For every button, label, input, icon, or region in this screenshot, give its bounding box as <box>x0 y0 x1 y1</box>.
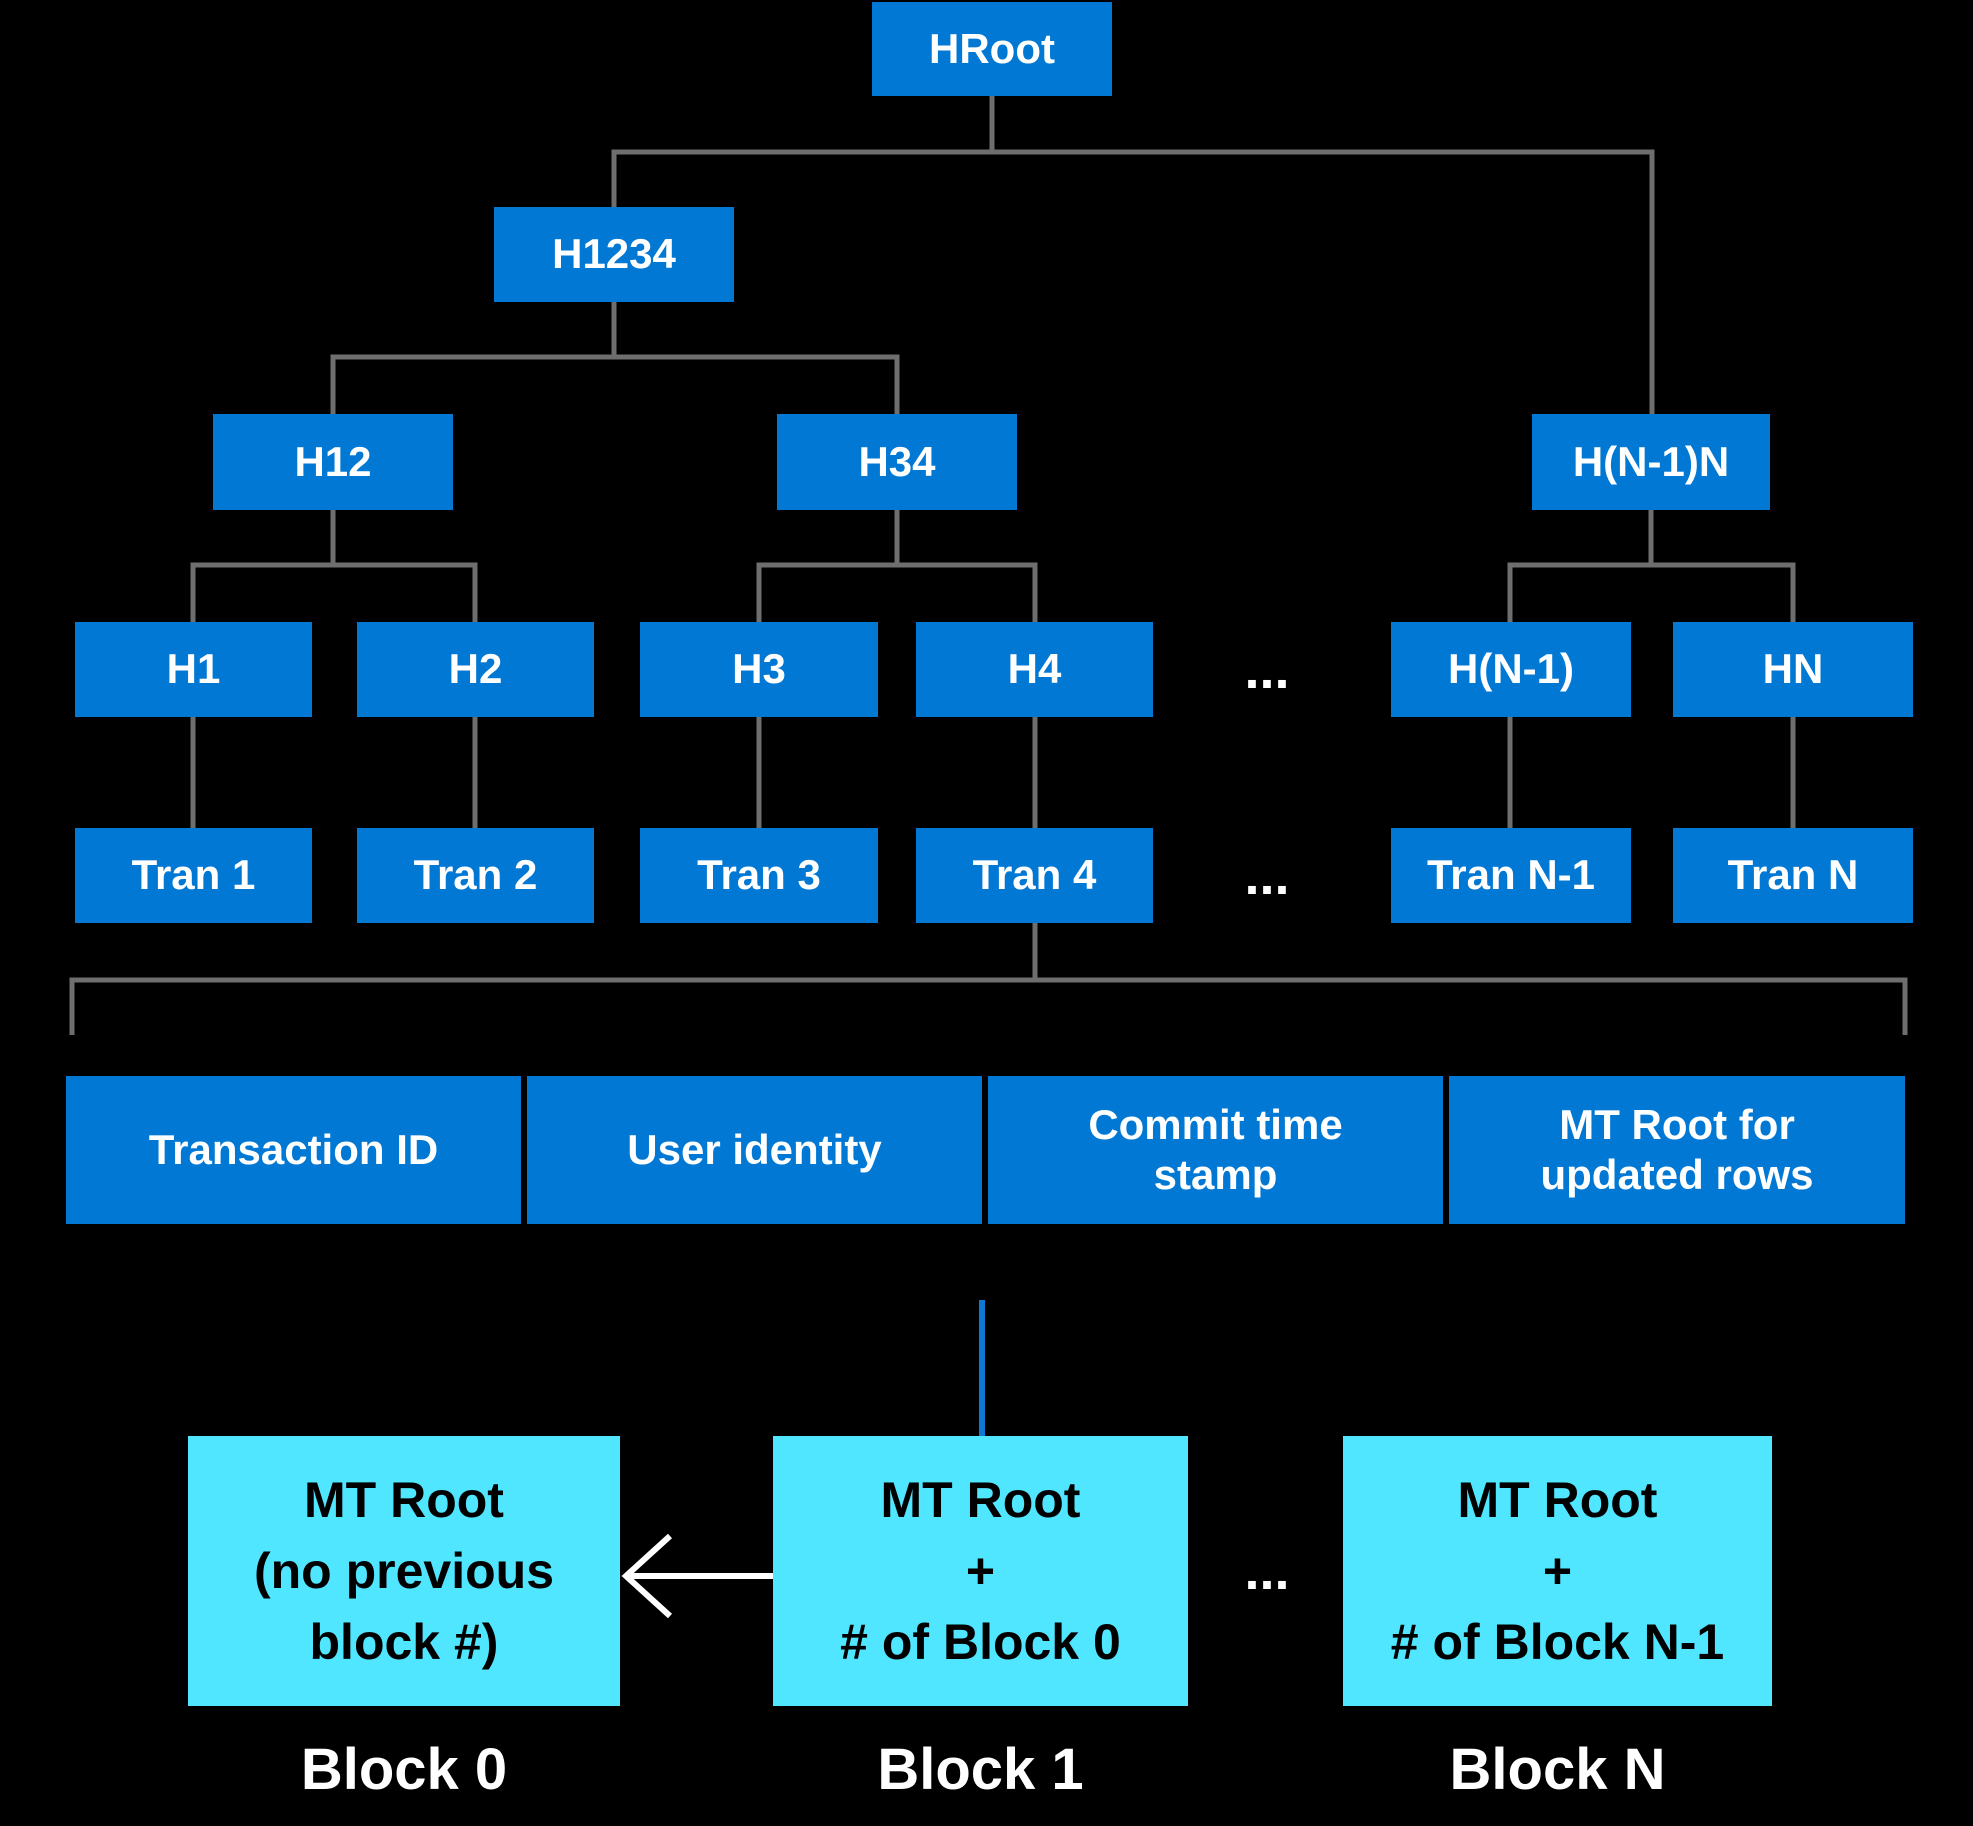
node-hn-minus-1: H(N-1) <box>1391 622 1631 717</box>
node-tran2: Tran 2 <box>357 828 594 923</box>
node-hn1n: H(N-1)N <box>1532 414 1770 510</box>
block-0-label: Block 0 <box>300 1736 508 1802</box>
connector-root-to-level2 <box>611 96 1655 416</box>
node-tran4: Tran 4 <box>916 828 1153 923</box>
ellipsis-hash-row: ... <box>1244 639 1290 700</box>
record-cell-line: User identity <box>627 1125 882 1173</box>
block-line: MT Root <box>304 1471 504 1528</box>
block-line: # of Block N-1 <box>1390 1613 1725 1670</box>
node-h4: H4 <box>916 622 1153 717</box>
ellipsis-block-row: ... <box>1244 1541 1290 1601</box>
record-cell-line: stamp <box>1153 1151 1278 1198</box>
node-hn: HN <box>1673 622 1913 717</box>
block-0-box: MT Root (no previous block #) <box>188 1436 620 1706</box>
block-line: + <box>1542 1542 1573 1599</box>
ellipsis-tran-row: ... <box>1244 845 1290 906</box>
block-line: block #) <box>309 1613 499 1670</box>
block-n-label: Block N <box>1449 1736 1666 1802</box>
record-cell-transaction-id: Transaction ID <box>66 1076 521 1224</box>
node-h2: H2 <box>357 622 594 717</box>
block-line: # of Block 0 <box>840 1613 1121 1670</box>
arrow-block1-to-block0-head <box>621 1533 673 1619</box>
block-line: + <box>965 1542 996 1599</box>
block-1-label: Block 1 <box>877 1736 1084 1802</box>
record-cell-line: MT Root for <box>1559 1100 1795 1148</box>
record-cell-commit-time-stamp: Commit time stamp <box>988 1076 1443 1224</box>
connector-h34-to-children <box>756 510 1038 624</box>
node-tran-n-minus-1: Tran N-1 <box>1391 828 1631 923</box>
block-n-box: MT Root + # of Block N-1 <box>1343 1436 1772 1706</box>
connector-h1234-to-children <box>330 302 900 416</box>
block-line: MT Root <box>880 1471 1081 1528</box>
connector-hash-to-tran <box>190 717 1796 828</box>
block-1-box: MT Root + # of Block 0 <box>773 1436 1188 1706</box>
connector-tran4-bracket <box>69 923 1908 1035</box>
record-cell-line: Transaction ID <box>148 1125 439 1173</box>
node-h3: H3 <box>640 622 878 717</box>
block-line: MT Root <box>1457 1471 1658 1528</box>
node-tran1: Tran 1 <box>75 828 312 923</box>
node-h1234: H1234 <box>494 207 734 302</box>
node-tran-n: Tran N <box>1673 828 1913 923</box>
connector-h12-to-children <box>190 510 478 624</box>
record-cell-mt-root: MT Root for updated rows <box>1449 1076 1905 1224</box>
node-tran3: Tran 3 <box>640 828 878 923</box>
node-h12: H12 <box>213 414 453 510</box>
record-cell-user-identity: User identity <box>527 1076 982 1224</box>
node-hroot: HRoot <box>872 2 1112 96</box>
node-h34: H34 <box>777 414 1017 510</box>
record-cell-line: Commit time <box>1088 1100 1343 1148</box>
block-line: (no previous <box>253 1542 555 1599</box>
connector-hn1n-to-children <box>1507 510 1796 624</box>
node-h1: H1 <box>75 622 312 717</box>
record-cell-line: updated rows <box>1540 1151 1814 1198</box>
